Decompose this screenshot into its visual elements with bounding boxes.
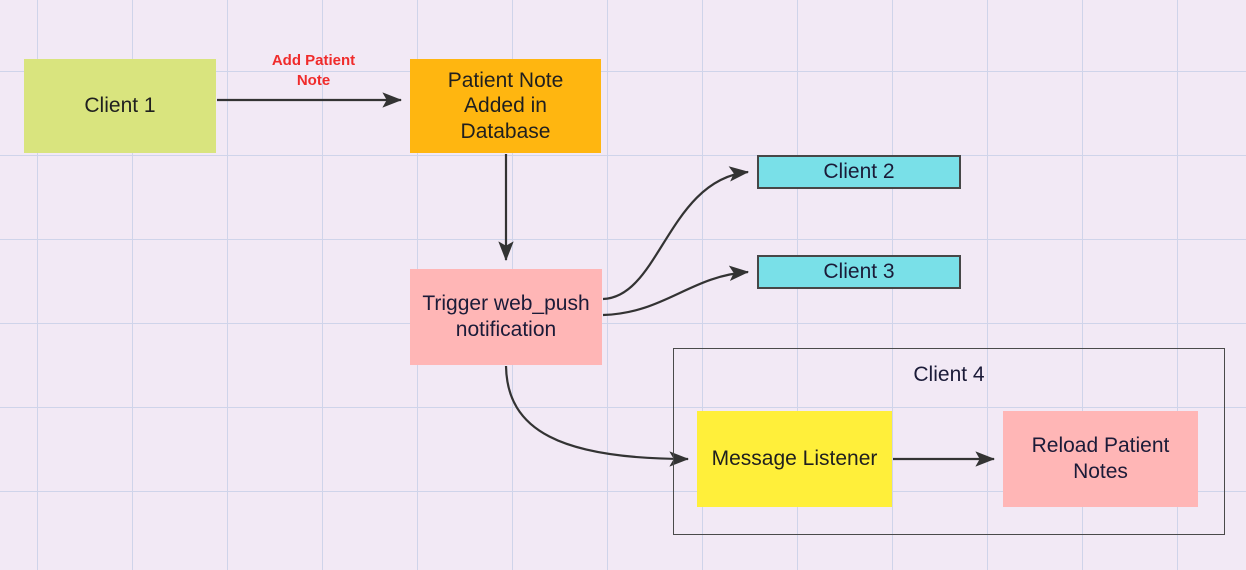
node-message-listener[interactable]: Message Listener: [697, 411, 892, 507]
node-reload-patient-notes[interactable]: Reload Patient Notes: [1003, 411, 1198, 507]
edge-trigger-to-client3: [602, 265, 750, 317]
edge-trigger-to-client2: [602, 166, 750, 301]
group-client4-container[interactable]: [673, 348, 1225, 535]
node-trigger-web-push-notification[interactable]: Trigger web_push notification: [410, 269, 602, 365]
node-client3[interactable]: Client 3: [757, 255, 961, 289]
edge-label-add-patient-note: Add Patient Note: [271, 52, 356, 89]
edge-trigger-to-message-listener: [504, 365, 690, 467]
node-client1[interactable]: Client 1: [24, 59, 216, 153]
node-patient-note-added-in-database[interactable]: Patient Note Added in Database: [410, 59, 601, 153]
group-client4-label: Client 4: [913, 363, 985, 386]
node-client2[interactable]: Client 2: [757, 155, 961, 189]
